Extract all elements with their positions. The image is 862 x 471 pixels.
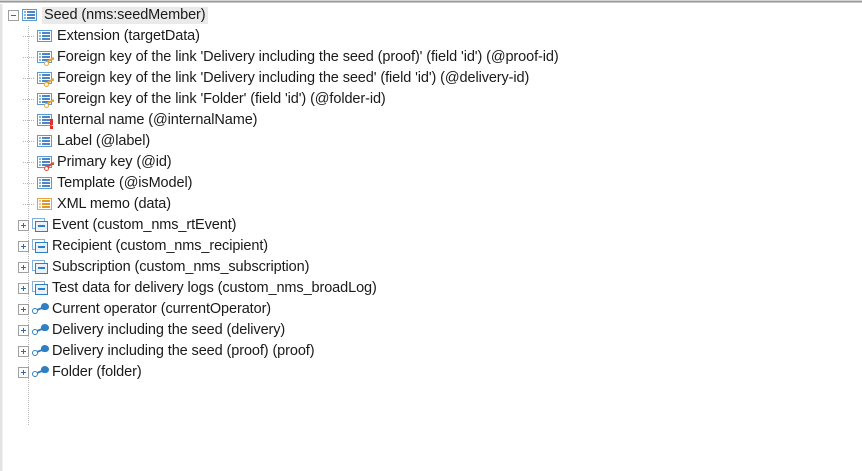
tree-connector	[23, 157, 34, 168]
panel-left-border	[0, 4, 2, 471]
tree-row-template[interactable]: Template (@isModel)	[3, 173, 859, 194]
tree-row-label-attr[interactable]: Label (@label)	[3, 131, 859, 152]
collection-icon	[32, 260, 49, 275]
tree-row-label: Primary key (@id)	[57, 154, 172, 170]
tree-row-label: Internal name (@internalName)	[57, 112, 258, 128]
expand-toggle-delivery[interactable]	[18, 325, 29, 336]
expand-toggle-folder[interactable]	[18, 367, 29, 378]
tree-row-label: Subscription (custom_nms_subscription)	[52, 259, 310, 275]
tree-connector	[23, 136, 34, 147]
tree-row-foreign-key-folder[interactable]: Foreign key of the link 'Folder' (field …	[3, 89, 859, 110]
tree-row-label: Foreign key of the link 'Folder' (field …	[57, 91, 386, 107]
tree-connector	[23, 178, 34, 189]
tree-row-label: Seed (nms:seedMember)	[42, 7, 208, 24]
tree-row-proof-link[interactable]: Delivery including the seed (proof) (pro…	[3, 341, 859, 362]
link-icon	[32, 302, 49, 317]
attribute-icon	[37, 176, 54, 191]
tree-connector	[23, 52, 34, 63]
tree-row-test-data-broadlog[interactable]: Test data for delivery logs (custom_nms_…	[3, 278, 859, 299]
attribute-memo-icon	[37, 197, 54, 212]
tree-connector	[23, 199, 34, 210]
tree-row-label: Folder (folder)	[52, 364, 142, 380]
expand-toggle-event[interactable]	[18, 220, 29, 231]
tree-row-recipient[interactable]: Recipient (custom_nms_recipient)	[3, 236, 859, 257]
tree-row-extension[interactable]: Extension (targetData)	[3, 26, 859, 47]
tree-row-xml-memo[interactable]: XML memo (data)	[3, 194, 859, 215]
collection-icon	[32, 281, 49, 296]
tree-connector	[23, 94, 34, 105]
tree-row-foreign-key-proof[interactable]: Foreign key of the link 'Delivery includ…	[3, 47, 859, 68]
attribute-foreign-key-icon	[37, 50, 55, 66]
tree-row-internal-name[interactable]: Internal name (@internalName)	[3, 110, 859, 131]
expand-toggle-subscription[interactable]	[18, 262, 29, 273]
tree-row-label: Delivery including the seed (proof) (pro…	[52, 343, 315, 359]
attribute-icon	[37, 29, 54, 44]
collection-icon	[32, 218, 49, 233]
expand-toggle-proof[interactable]	[18, 346, 29, 357]
link-icon	[32, 365, 49, 380]
tree-row-label: Event (custom_nms_rtEvent)	[52, 217, 237, 233]
tree-row-current-operator[interactable]: Current operator (currentOperator)	[3, 299, 859, 320]
tree-row-folder-link[interactable]: Folder (folder)	[3, 362, 859, 383]
attribute-icon	[37, 134, 54, 149]
tree-row-foreign-key-delivery[interactable]: Foreign key of the link 'Delivery includ…	[3, 68, 859, 89]
key-overlay-icon	[44, 77, 55, 87]
tree-row-label: XML memo (data)	[57, 196, 171, 212]
primary-key-overlay-icon	[44, 161, 55, 171]
attribute-foreign-key-icon	[37, 92, 55, 108]
tree-row-label: Foreign key of the link 'Delivery includ…	[57, 70, 530, 86]
tree-row-root[interactable]: Seed (nms:seedMember)	[3, 5, 859, 26]
tree-row-label: Label (@label)	[57, 133, 151, 149]
tree-row-label: Foreign key of the link 'Delivery includ…	[57, 49, 559, 65]
attribute-primary-key-icon	[37, 155, 55, 171]
panel-left-border-inner	[2, 4, 3, 471]
tree-row-label: Template (@isModel)	[57, 175, 193, 191]
link-icon	[32, 323, 49, 338]
tree-connector	[23, 73, 34, 84]
collection-icon	[32, 239, 49, 254]
window-top-border	[0, 0, 862, 4]
key-overlay-icon	[44, 98, 55, 108]
tree-connector	[23, 115, 34, 126]
tree-row-label: Current operator (currentOperator)	[52, 301, 272, 317]
link-icon	[32, 344, 49, 359]
attribute-list-icon	[22, 8, 39, 23]
tree-row-label: Recipient (custom_nms_recipient)	[52, 238, 268, 254]
attribute-foreign-key-icon	[37, 71, 55, 87]
tree-row-label: Delivery including the seed (delivery)	[52, 322, 286, 338]
tree-row-label: Extension (targetData)	[57, 28, 200, 44]
tree-row-subscription[interactable]: Subscription (custom_nms_subscription)	[3, 257, 859, 278]
tree-row-primary-key[interactable]: Primary key (@id)	[3, 152, 859, 173]
required-exclamation-icon	[50, 119, 54, 129]
collapse-toggle-root[interactable]	[8, 10, 19, 21]
expand-toggle-test-data[interactable]	[18, 283, 29, 294]
tree-row-delivery-link[interactable]: Delivery including the seed (delivery)	[3, 320, 859, 341]
attribute-required-icon	[37, 113, 54, 129]
tree-row-label: Test data for delivery logs (custom_nms_…	[52, 280, 377, 296]
tree-row-event[interactable]: Event (custom_nms_rtEvent)	[3, 215, 859, 236]
tree-connector	[23, 31, 34, 42]
expand-toggle-current-operator[interactable]	[18, 304, 29, 315]
key-overlay-icon	[44, 56, 55, 66]
schema-tree[interactable]: Seed (nms:seedMember) Extension (targetD…	[3, 5, 859, 467]
expand-toggle-recipient[interactable]	[18, 241, 29, 252]
